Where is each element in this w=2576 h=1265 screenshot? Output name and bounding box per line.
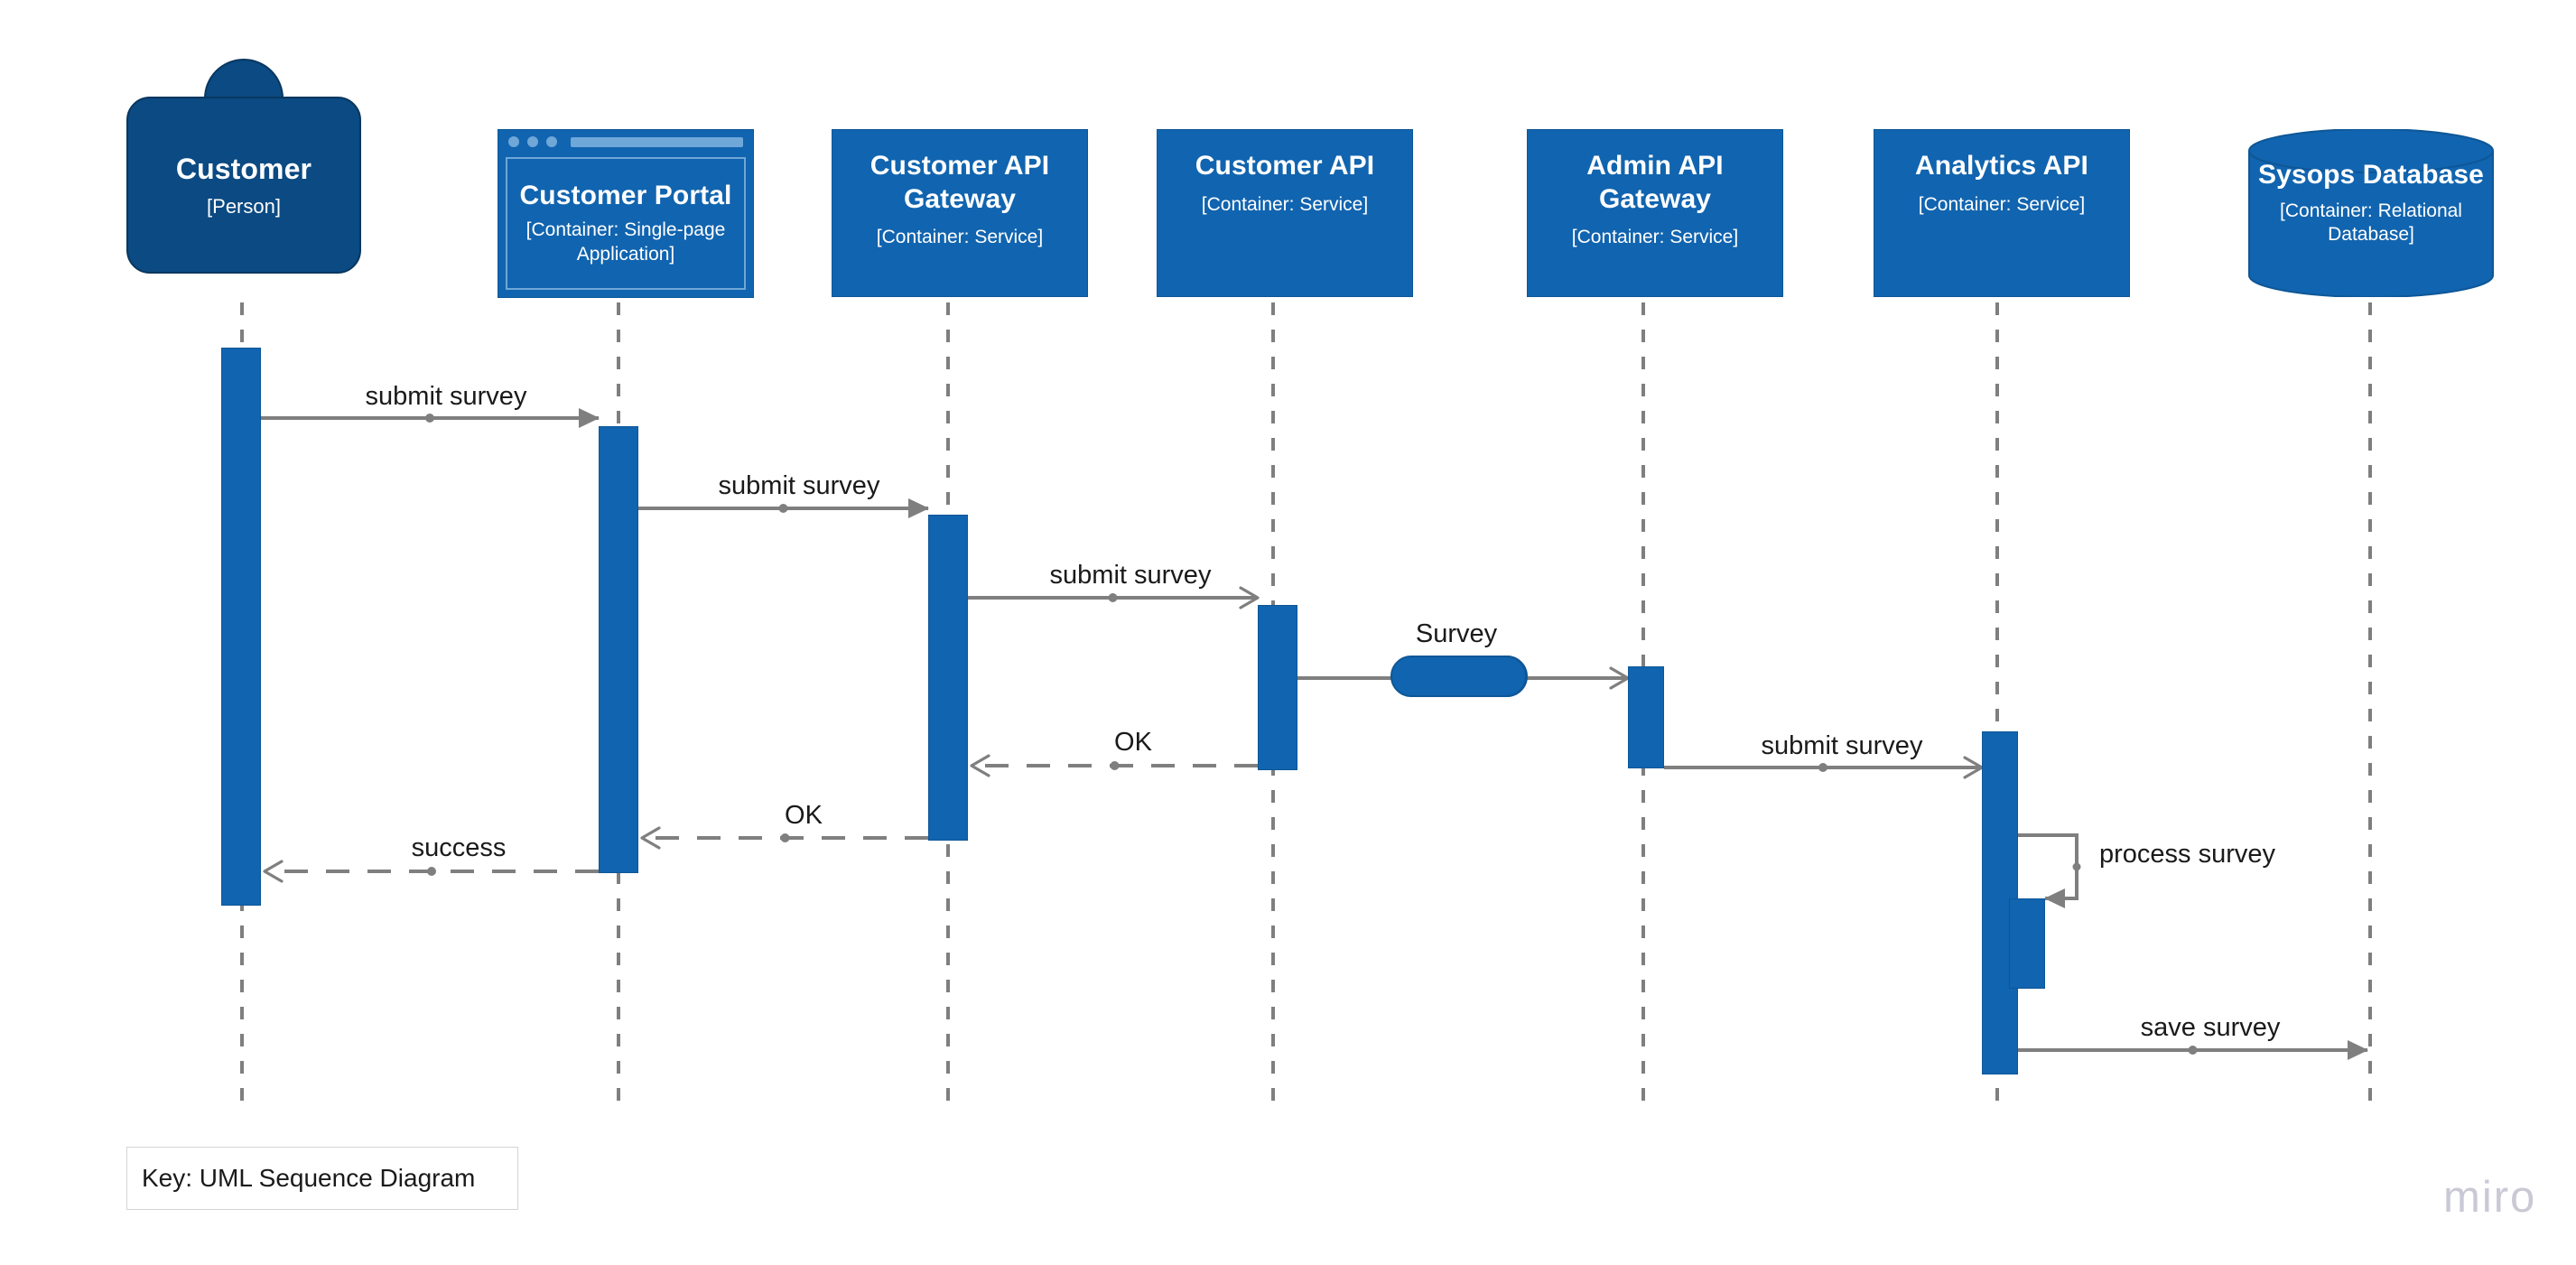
miro-watermark: miro: [2443, 1173, 2537, 1222]
participant-portal[interactable]: Customer Portal [Container: Single-page …: [498, 129, 754, 298]
message-label-m3: submit survey: [1049, 561, 1212, 590]
activation-bar-portal: [599, 426, 638, 873]
browser-window-frame: Customer Portal [Container: Single-page …: [498, 129, 754, 298]
container-box: Customer API [Container: Service]: [1157, 129, 1413, 297]
participant-title: Customer API Gateway: [870, 151, 1050, 214]
activation-bar-customer: [221, 348, 261, 906]
message-label-m10: save survey: [2140, 1013, 2281, 1042]
lifelines-group: [240, 302, 2372, 1111]
database-text-block: Sysops Database [Container: Relational D…: [2248, 160, 2494, 247]
message-label-m2: submit survey: [718, 471, 880, 500]
participant-title: Admin API Gateway: [1586, 151, 1724, 214]
activation-bar-analytics: [2009, 898, 2045, 989]
activation-bar-cust_gw: [928, 515, 968, 841]
message-label-m9: success: [411, 833, 507, 862]
participant-analytics[interactable]: Analytics API [Container: Service]: [1874, 129, 2130, 297]
container-box: Customer API Gateway [Container: Service…: [832, 129, 1088, 297]
browser-url-bar: [571, 136, 743, 147]
participant-stereotype: [Container: Relational Database]: [2280, 200, 2462, 246]
participant-stereotype: [Container: Service]: [1918, 193, 2086, 215]
participant-stereotype: [Container: Service]: [876, 227, 1044, 248]
activation-bar-cust_api: [1258, 605, 1297, 770]
participant-title: Sysops Database: [2258, 160, 2484, 190]
activation-bar-admin_gw: [1628, 666, 1664, 768]
participant-stereotype: [Person]: [207, 194, 281, 218]
participant-admin_gw[interactable]: Admin API Gateway [Container: Service]: [1527, 129, 1783, 297]
message-midpoint-dot: [427, 867, 436, 876]
message-label-m7: OK: [1114, 728, 1152, 757]
participant-stereotype: [Container: Service]: [1201, 193, 1369, 215]
message-label-m6: process survey: [2099, 840, 2276, 869]
legend-label: Key: UML Sequence Diagram: [142, 1164, 476, 1192]
message-label-m8: OK: [785, 801, 823, 830]
browser-dot-icon: [546, 136, 557, 147]
message-midpoint-dot: [2188, 1046, 2198, 1055]
participant-customer[interactable]: Customer [Person]: [126, 59, 361, 302]
message-m6: [2018, 833, 2078, 908]
message-label-m1: submit survey: [365, 382, 527, 411]
participant-title: Customer API: [1195, 151, 1375, 181]
participant-title: Customer Portal: [519, 181, 732, 211]
container-box: Analytics API [Container: Service]: [1874, 129, 2130, 297]
participant-title: Customer: [175, 152, 312, 185]
participant-stereotype: [Container: Service]: [1571, 227, 1739, 248]
message-midpoint-dot: [425, 414, 434, 423]
browser-chrome-bar: [498, 130, 753, 153]
person-body: Customer [Person]: [126, 97, 361, 274]
messages-group: [261, 408, 2368, 1060]
object-survey-object: [1390, 656, 1528, 697]
message-label-m5: submit survey: [1761, 731, 1923, 760]
database-cylinder-icon: Sysops Database [Container: Relational D…: [2248, 129, 2494, 297]
participant-cust_gw[interactable]: Customer API Gateway [Container: Service…: [832, 129, 1088, 297]
legend-key-box: Key: UML Sequence Diagram: [126, 1147, 518, 1210]
message-label-m4: Survey: [1415, 619, 1498, 648]
message-midpoint-dot: [780, 833, 790, 842]
container-box: Admin API Gateway [Container: Service]: [1527, 129, 1783, 297]
browser-dot-icon: [508, 136, 519, 147]
message-midpoint-dot: [2072, 862, 2081, 871]
participant-stereotype: [Container: Single-page Application]: [525, 219, 726, 265]
browser-viewport: Customer Portal [Container: Single-page …: [506, 157, 746, 290]
participant-sysops_db[interactable]: Sysops Database [Container: Relational D…: [2248, 129, 2494, 297]
message-midpoint-dot: [1818, 763, 1827, 772]
message-midpoint-dot: [778, 504, 788, 513]
browser-dot-icon: [527, 136, 538, 147]
message-midpoint-dot: [1110, 761, 1120, 770]
participant-cust_api[interactable]: Customer API [Container: Service]: [1157, 129, 1413, 297]
participant-title: Analytics API: [1915, 151, 2088, 181]
message-midpoint-dot: [1108, 593, 1118, 602]
